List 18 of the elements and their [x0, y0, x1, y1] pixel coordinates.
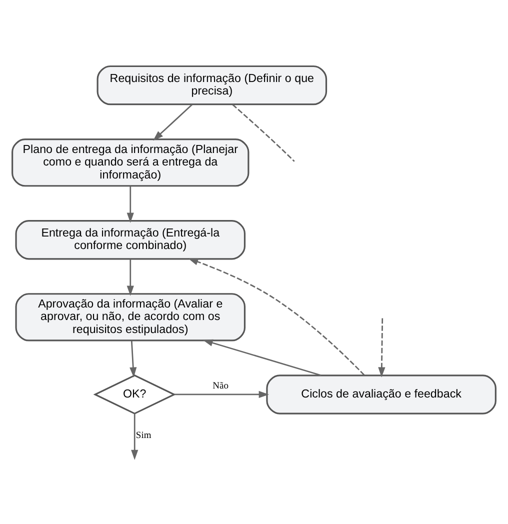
arrow [202, 338, 322, 376]
node-box: Requisitos de informação (Definir o que precisa) [96, 64, 328, 105]
connector [232, 104, 295, 162]
node-box: Entrega da informação (Entregá-la conforme combinado) [15, 220, 246, 260]
arrow [188, 258, 365, 376]
node-box: Ciclos de avaliação e feedback [266, 374, 496, 414]
arrow [126, 186, 134, 222]
edge-label: Não [212, 380, 229, 391]
node-box: Plano de entrega da informação (Planejar como e quando será a entrega da informação) [12, 138, 250, 186]
edge-label: Sim [136, 430, 152, 441]
arrow [130, 340, 137, 377]
node-diamond: OK? [93, 374, 176, 414]
node-box: Aprovação da informação (Avaliar e aprovar, ou não, de acordo com os requisitos estipulados) [15, 292, 246, 341]
arrow [378, 318, 386, 377]
arrow [153, 104, 193, 140]
arrow [131, 413, 138, 460]
arrow [126, 258, 134, 296]
arrow [174, 390, 270, 398]
